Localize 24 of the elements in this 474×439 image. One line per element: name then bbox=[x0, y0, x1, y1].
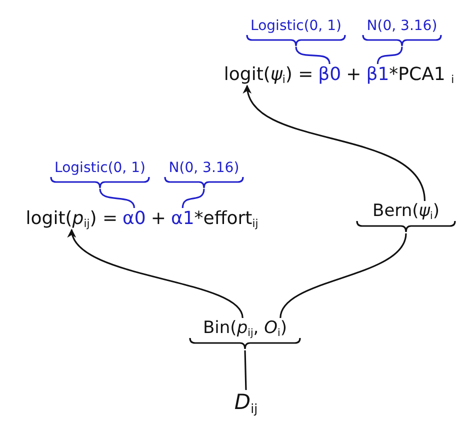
connector-line bbox=[376, 46, 403, 64]
connector-line bbox=[280, 233, 407, 318]
connector-line bbox=[99, 188, 135, 208]
formula-term: *effort$_{ij}$ bbox=[194, 208, 258, 230]
formula-label: Logistic(0, 1) bbox=[250, 18, 342, 35]
formula-term: + bbox=[150, 208, 166, 230]
formula-term: β0 bbox=[318, 64, 342, 86]
connector-line bbox=[244, 350, 247, 390]
formula-label: D$_{ij}$ bbox=[234, 390, 258, 416]
formula-term: + bbox=[346, 64, 362, 86]
formula-term: *PCA1 $_{i}$ bbox=[389, 64, 454, 86]
formula-label: N(0, 3.16) bbox=[366, 18, 438, 35]
formula-label: Logistic(0, 1) bbox=[54, 160, 146, 177]
formula-term: α1 bbox=[170, 208, 194, 230]
formula-term: logit(p$_{ij}$) = bbox=[26, 208, 118, 230]
formula-term: logit(ψ$_{i}$) = bbox=[224, 64, 314, 86]
formula-label: N(0, 3.16) bbox=[168, 160, 240, 177]
formula-label: Bin(p$_{ij}$, O$_{i}$) bbox=[203, 318, 287, 338]
formula-term: α0 bbox=[122, 208, 146, 230]
formula-term: β1 bbox=[366, 64, 390, 86]
connector-line bbox=[182, 188, 205, 208]
formula-label: Bern(ψ$_{i}$) bbox=[372, 201, 440, 222]
arrow bbox=[70, 228, 244, 318]
arrow bbox=[244, 84, 426, 202]
